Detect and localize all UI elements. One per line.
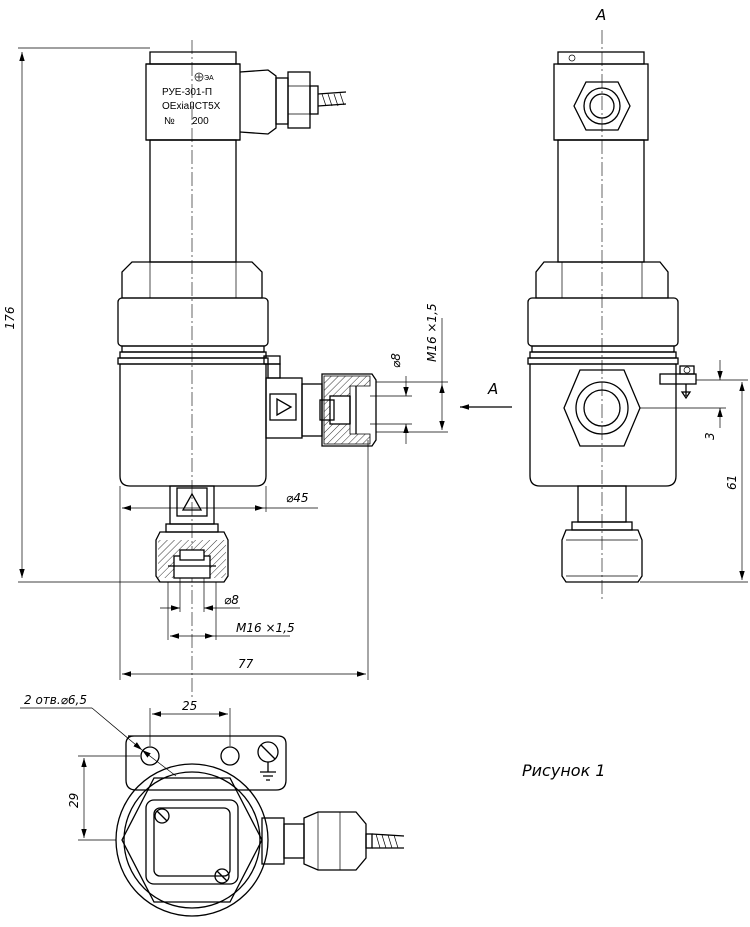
figure-caption: Рисунок 1 <box>522 761 606 780</box>
side-view-a: A <box>527 6 697 600</box>
nameplate-number: 200 <box>192 116 209 127</box>
triangle-icon <box>276 397 293 417</box>
logo-icon: ЭА <box>194 72 214 82</box>
dim-holes-spacing: 25 <box>182 699 197 713</box>
cable-top <box>371 833 405 849</box>
ground-screw <box>659 365 697 400</box>
nameplate-number-prefix: № <box>164 116 175 127</box>
side-dimensions: 3 61 <box>640 360 748 583</box>
dim-bore-bottom: ⌀8 <box>224 593 239 607</box>
top-dimensions: 25 2 отв.⌀6,5 29 <box>20 693 231 841</box>
dim-bracket-height: 29 <box>67 793 81 808</box>
front-view: ЭА РУЕ-301-П OExiaIICT5X № 200 <box>117 40 377 700</box>
dim-holes-note: 2 отв.⌀6,5 <box>24 693 87 707</box>
dim-diameter-body: ⌀45 <box>286 491 309 505</box>
dim-height-lower: 61 <box>725 475 739 490</box>
front-dimensions: 176 ⌀45 ⌀8 M16 ×1,5 77 ⌀8 M16 ×1,5 A <box>3 47 512 680</box>
nameplate-marking: OExiaIICT5X <box>162 101 221 112</box>
ground-icon <box>260 762 276 781</box>
view-a-top-label: A <box>595 6 606 24</box>
dim-thread-bottom: M16 ×1,5 <box>236 621 295 635</box>
dim-bore-side: ⌀8 <box>389 353 403 368</box>
dim-thread-side: M16 ×1,5 <box>425 303 439 362</box>
dim-height-total: 176 <box>3 306 17 329</box>
nameplate-model: РУЕ-301-П <box>162 87 212 98</box>
cable <box>317 91 347 107</box>
dim-offset-small: 3 <box>703 432 717 440</box>
dim-width-total: 77 <box>238 657 254 671</box>
svg-text:ЭА: ЭА <box>204 75 214 82</box>
view-a-arrow-label: A <box>487 380 498 398</box>
